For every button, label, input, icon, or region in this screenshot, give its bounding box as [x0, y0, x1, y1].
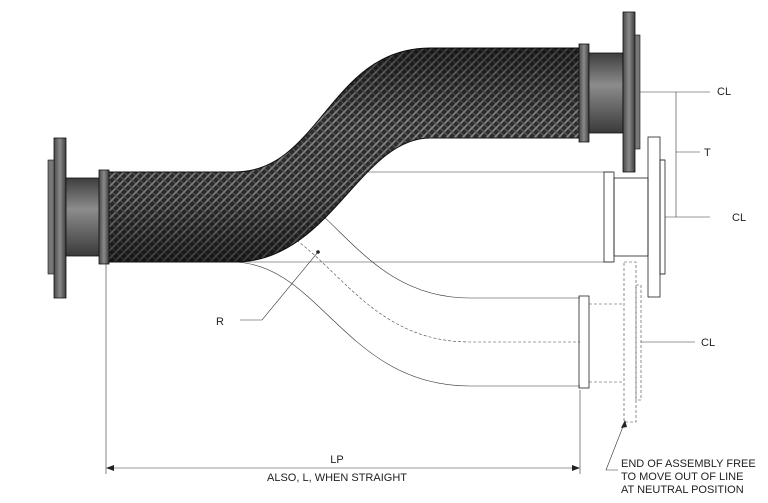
cl-middle-label: CL: [732, 212, 746, 224]
offset-flange-outline: [623, 261, 637, 423]
straight-fitting-outline: [613, 177, 649, 257]
left-ferrule: [98, 169, 110, 265]
cl-top-label: CL: [717, 86, 731, 98]
offset-bottom-edge: [231, 261, 580, 387]
end-note-line-1: END OF ASSEMBLY FREE: [621, 458, 756, 470]
right-flange: [622, 11, 636, 173]
lp-label: LP: [330, 454, 343, 466]
t-label: T: [704, 147, 711, 159]
straight-flange-outline: [647, 136, 661, 298]
left-fitting: [65, 177, 101, 257]
right-ferrule: [578, 43, 590, 143]
offset-ferrule-outline: [578, 295, 590, 389]
dimension-lines: [105, 91, 710, 474]
also-l-label: ALSO, L, WHEN STRAIGHT: [267, 472, 407, 484]
straight-ferrule-outline: [603, 171, 615, 263]
right-top-end-fitting: [578, 11, 641, 173]
r-leader: [240, 251, 319, 321]
r-label: R: [216, 316, 224, 328]
end-note-line-2: TO MOVE OUT OF LINE: [621, 471, 743, 483]
braided-hose: [99, 47, 583, 263]
left-end-fitting: [47, 137, 110, 299]
left-flange: [53, 137, 67, 299]
right-fitting: [588, 52, 624, 134]
cl-bottom-label: CL: [701, 337, 715, 349]
end-note-leader: [605, 423, 625, 471]
end-note-line-3: AT NEUTRAL POSITION: [621, 484, 744, 496]
labels: CL T CL CL R LP ALSO, L, WHEN STRAIGHT E…: [216, 86, 756, 496]
